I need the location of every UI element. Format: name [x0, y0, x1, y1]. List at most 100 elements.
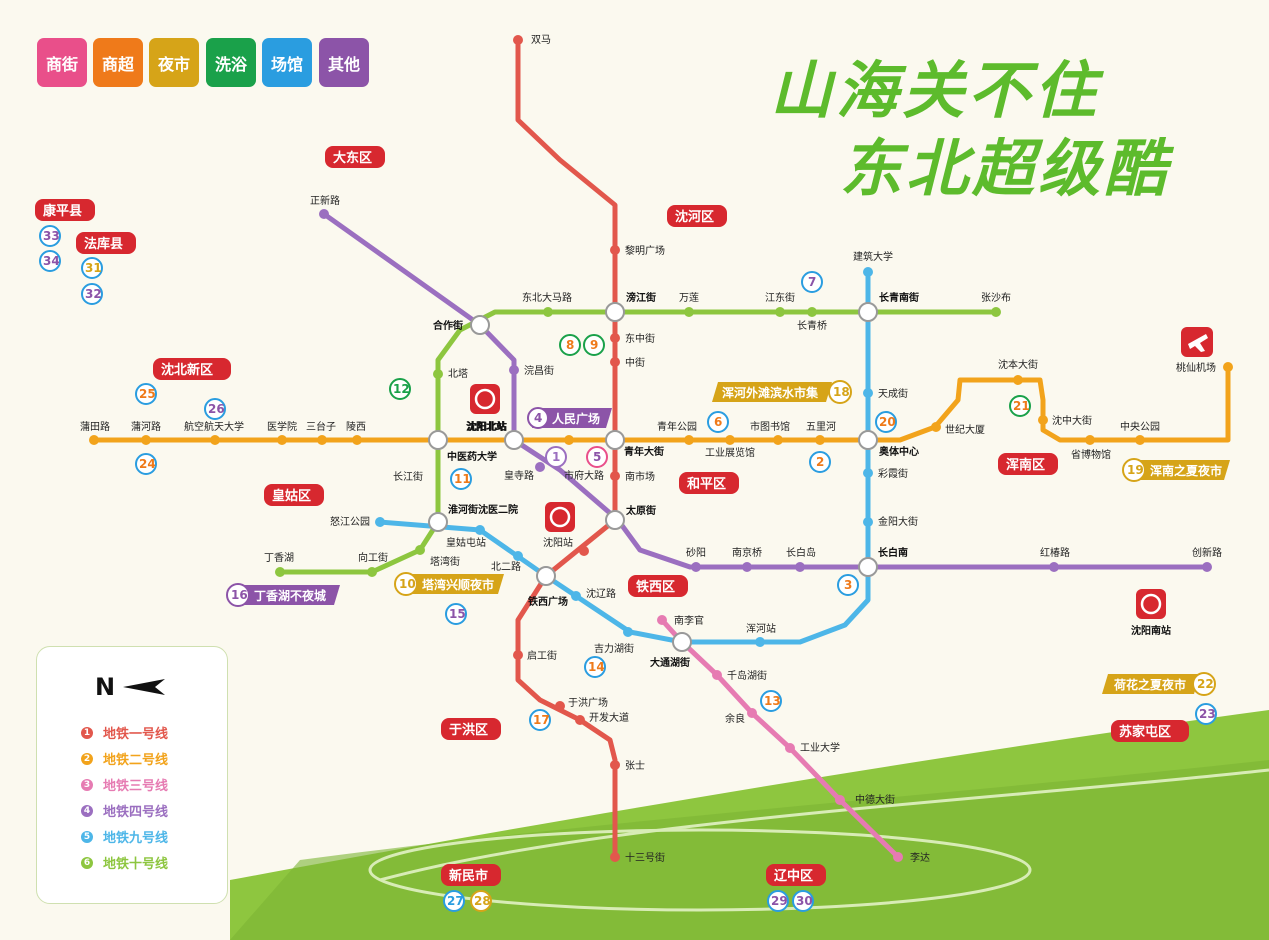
station-label: 皇寺路	[504, 469, 534, 482]
station-label: 青年公园	[657, 420, 697, 433]
station-label: 南市场	[625, 470, 655, 483]
station-label: 塔湾街	[430, 555, 460, 568]
north-label: N	[95, 673, 116, 701]
station-label: 皇姑屯站	[446, 536, 486, 549]
station-label: 彩霞街	[878, 467, 908, 480]
district-label: 沈北新区	[161, 362, 213, 378]
station-label: 五里河	[806, 421, 836, 433]
attraction-num: 4	[534, 411, 542, 425]
category-supermarket-button[interactable]: 商超	[93, 38, 143, 87]
north-arrow-icon	[123, 679, 166, 695]
poi-marker: 12	[389, 378, 411, 400]
station-label: 东中街	[625, 332, 655, 345]
attraction-num: 18	[833, 385, 850, 399]
poi-marker: 2	[809, 451, 831, 473]
railway-hubs: 沈阳北站 沈阳站 沈阳南站	[466, 327, 1213, 637]
svg-text:6: 6	[714, 415, 722, 429]
station-label: 桃仙机场	[1176, 361, 1216, 374]
poi-marker: 9	[583, 334, 605, 356]
svg-text:8: 8	[566, 338, 574, 352]
svg-text:27: 27	[447, 894, 464, 908]
poi-marker: 21	[1009, 395, 1031, 417]
svg-text:11: 11	[454, 472, 471, 486]
svg-text:15: 15	[449, 607, 466, 621]
svg-text:9: 9	[590, 338, 598, 352]
station-label: 青年大街	[624, 445, 664, 458]
poi-marker: 17	[529, 709, 551, 731]
svg-text:1: 1	[552, 450, 560, 464]
district-label: 皇姑区	[272, 488, 311, 504]
poi-marker: 20	[875, 411, 897, 433]
category-bathhouse-button[interactable]: 洗浴	[206, 38, 256, 87]
svg-text:30: 30	[796, 894, 813, 908]
green-field-dark	[230, 760, 1269, 940]
svg-text:17: 17	[533, 713, 550, 727]
station-label: 启工街	[527, 649, 557, 662]
district-label: 沈河区	[675, 209, 714, 225]
district-label: 大东区	[333, 150, 372, 166]
station-label: 万莲	[679, 292, 699, 304]
poi-marker: 23	[1195, 703, 1217, 725]
station-label: 于洪广场	[568, 696, 608, 709]
station-label: 向工街	[358, 551, 388, 564]
attraction-num: 10	[399, 577, 416, 591]
poi-marker: 8	[559, 334, 581, 356]
svg-text:20: 20	[879, 415, 896, 429]
station-label: 合作街	[432, 319, 463, 332]
svg-text:21: 21	[1013, 399, 1030, 413]
field-ring	[368, 828, 1032, 912]
station-label: 长青桥	[797, 319, 827, 332]
poi-marker: 24	[135, 453, 157, 475]
station-label: 北塔	[448, 367, 468, 380]
poi-marker: 29	[767, 890, 789, 912]
category-venue-button[interactable]: 场馆	[262, 38, 312, 87]
station-label: 北二路	[491, 560, 521, 573]
station-label: 十三号街	[625, 851, 665, 864]
station-label: 怒江公园	[330, 515, 370, 528]
district-label: 新民市	[449, 868, 488, 884]
station-label: 余良	[725, 712, 745, 725]
station-label: 铁西广场	[528, 595, 568, 608]
station-label: 中医药大学	[447, 450, 497, 463]
station-labels: 双马 黎明广场 东中街 中街 青年大街 南市场 太原街 铁西广场 启工街 于洪广…	[80, 34, 1222, 864]
station-label: 浑河站	[746, 622, 776, 635]
north-indicator: N	[95, 673, 167, 701]
poi-marker: 34	[39, 250, 61, 272]
station-label: 东北大马路	[522, 291, 572, 304]
line-4-path	[322, 211, 1207, 570]
svg-text:34: 34	[43, 254, 60, 268]
station-label: 沈本大街	[998, 358, 1038, 371]
station-label: 工业展览馆	[705, 446, 755, 459]
poi-marker: 11	[450, 468, 472, 490]
poi-marker: 6	[707, 411, 729, 433]
station-label: 红椿路	[1040, 546, 1070, 559]
district-label: 浑南区	[1006, 457, 1045, 473]
station-label: 正新路	[310, 194, 340, 207]
category-other-button[interactable]: 其他	[319, 38, 369, 87]
poi-marker: 7	[801, 271, 823, 293]
svg-text:29: 29	[771, 894, 788, 908]
station-label: 陵西	[346, 421, 366, 433]
attraction-banners: 4 人民广场 18 浑河外滩滨水市集 19 浑南之夏夜市 16 丁香湖不夜城 1…	[226, 380, 1230, 696]
station-label: 中央公园	[1120, 420, 1160, 433]
station-label: 三台子	[306, 420, 336, 433]
transfer-stations	[428, 302, 878, 652]
station-label: 沈辽路	[586, 587, 616, 600]
attraction-name: 塔湾兴顺夜市	[422, 577, 494, 592]
svg-text:32: 32	[85, 287, 102, 301]
svg-text:26: 26	[208, 402, 225, 416]
station-label: 市图书馆	[750, 420, 790, 433]
station-label: 航空航天大学	[184, 420, 244, 433]
station-label: 沈中大街	[1052, 414, 1092, 427]
station-label: 砂阳	[686, 546, 706, 559]
svg-text:14: 14	[588, 660, 605, 674]
category-night-market-button[interactable]: 夜市	[149, 38, 199, 87]
poi-marker: 30	[792, 890, 814, 912]
district-label: 辽中区	[774, 868, 813, 884]
attraction-num: 16	[231, 588, 248, 602]
category-shopping-street-button[interactable]: 商街	[37, 38, 87, 87]
